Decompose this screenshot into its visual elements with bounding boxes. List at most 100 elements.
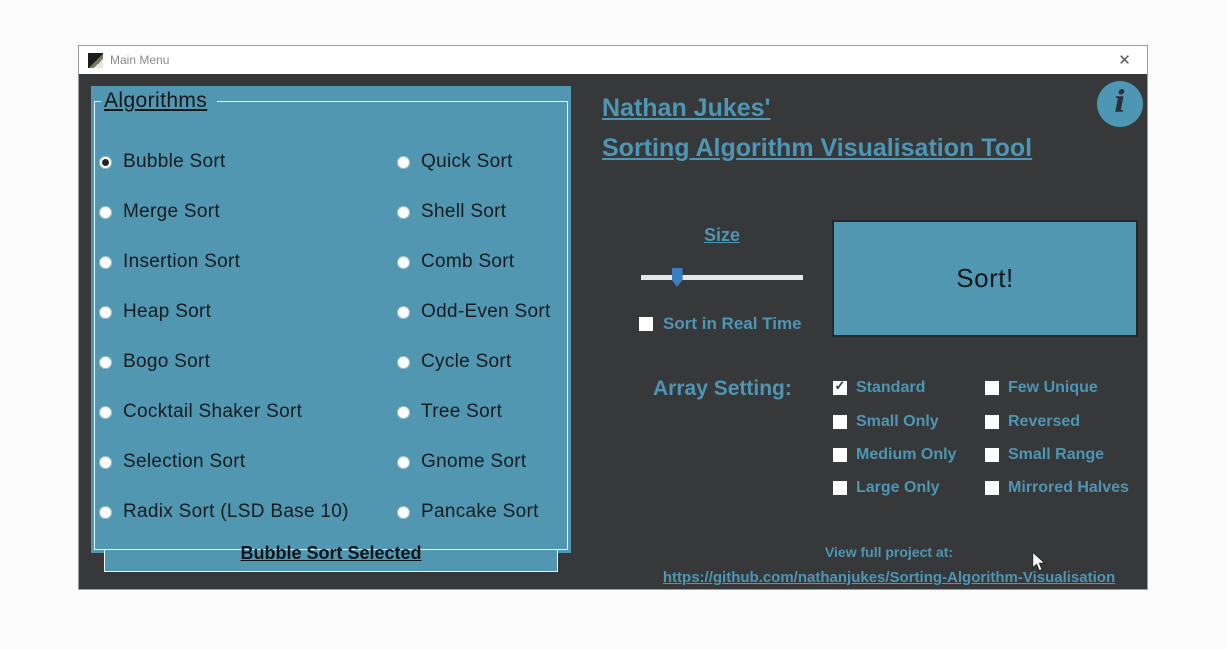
radio-pancake-sort[interactable]: Pancake Sort <box>397 487 567 537</box>
radio-cocktail-shaker-sort[interactable]: Cocktail Shaker Sort <box>99 387 391 437</box>
radio-tree-sort[interactable]: Tree Sort <box>397 387 567 437</box>
radio-button-icon <box>99 305 112 319</box>
size-slider[interactable] <box>641 267 803 287</box>
app-icon <box>88 52 103 68</box>
radio-label: Odd-Even Sort <box>421 301 551 322</box>
heading-link-author[interactable]: Nathan Jukes' <box>602 94 771 122</box>
radio-cycle-sort[interactable]: Cycle Sort <box>397 337 567 387</box>
sort-button[interactable]: Sort! <box>832 220 1138 337</box>
close-button[interactable]: ✕ <box>1118 52 1131 69</box>
checkbox-large-only[interactable]: Large Only <box>833 479 940 497</box>
checkbox-label: Small Range <box>1008 446 1105 463</box>
checkbox-icon <box>985 448 999 462</box>
checkbox-icon: ✓ <box>833 378 847 395</box>
info-button[interactable]: i <box>1097 81 1143 127</box>
checkbox-icon <box>985 415 999 429</box>
radio-selection-sort[interactable]: Selection Sort <box>99 437 391 487</box>
checkbox-label: Few Unique <box>1008 379 1098 396</box>
realtime-checkbox-row[interactable]: Sort in Real Time <box>639 314 802 334</box>
radio-label: Pancake Sort <box>421 501 539 522</box>
checkbox-label: Standard <box>856 379 926 396</box>
titlebar[interactable]: Main Menu ✕ <box>79 46 1147 74</box>
radio-button-icon <box>397 455 410 469</box>
algorithms-header: Algorithms <box>101 89 218 113</box>
radio-button-icon <box>397 155 410 169</box>
radio-label: Shell Sort <box>421 201 507 222</box>
radio-button-icon <box>99 205 112 219</box>
radio-radix-sort-lsd-base-10[interactable]: Radix Sort (LSD Base 10) <box>99 487 391 537</box>
checkbox-label: Mirrored Halves <box>1008 479 1129 496</box>
radio-button-icon <box>397 355 410 369</box>
radio-button-icon <box>99 355 112 369</box>
info-icon: i <box>1114 85 1126 120</box>
radio-label: Merge Sort <box>123 201 220 222</box>
radio-button-icon <box>397 505 410 519</box>
radio-gnome-sort[interactable]: Gnome Sort <box>397 437 567 487</box>
github-link[interactable]: https://github.com/nathanjukes/Sorting-A… <box>662 569 1116 586</box>
checkbox-label: Reversed <box>1008 413 1081 430</box>
footer: View full project at: https://github.com… <box>599 544 1179 586</box>
radio-button-icon <box>99 405 112 419</box>
checkbox-label: Medium Only <box>856 446 957 463</box>
radio-bogo-sort[interactable]: Bogo Sort <box>99 337 391 387</box>
checkbox-mirrored-halves[interactable]: Mirrored Halves <box>985 479 1129 497</box>
selected-algorithm-tab: Bubble Sort Selected <box>104 543 558 572</box>
radio-button-icon <box>99 155 112 169</box>
checkbox-icon <box>833 415 847 429</box>
radio-label: Cycle Sort <box>421 351 512 372</box>
radio-merge-sort[interactable]: Merge Sort <box>99 187 391 237</box>
checkbox-label: Small Only <box>856 413 939 430</box>
radio-label: Tree Sort <box>421 401 503 422</box>
radio-heap-sort[interactable]: Heap Sort <box>99 287 391 337</box>
radio-label: Heap Sort <box>123 301 212 322</box>
radio-button-icon <box>397 405 410 419</box>
selected-algorithm-label: Bubble Sort Selected <box>240 543 422 563</box>
radio-label: Radix Sort (LSD Base 10) <box>123 501 349 522</box>
radio-button-icon <box>99 455 112 469</box>
radio-label: Bubble Sort <box>123 151 226 172</box>
checkbox-icon <box>985 481 999 495</box>
checkbox-small-only[interactable]: Small Only <box>833 413 939 431</box>
radio-insertion-sort[interactable]: Insertion Sort <box>99 237 391 287</box>
radio-label: Bogo Sort <box>123 351 211 372</box>
checkbox-medium-only[interactable]: Medium Only <box>833 446 956 464</box>
radio-label: Insertion Sort <box>123 251 241 272</box>
checkmark-icon: ✓ <box>834 378 846 393</box>
radio-button-icon <box>99 255 112 269</box>
radio-label: Quick Sort <box>421 151 513 172</box>
app-heading: Nathan Jukes' Sorting Algorithm Visualis… <box>602 88 1032 168</box>
checkbox-reversed[interactable]: Reversed <box>985 413 1080 431</box>
radio-bubble-sort[interactable]: Bubble Sort <box>99 137 391 187</box>
footer-caption: View full project at: <box>824 544 954 560</box>
size-label[interactable]: Size <box>703 225 741 245</box>
checkbox-small-range[interactable]: Small Range <box>985 446 1104 464</box>
radio-quick-sort[interactable]: Quick Sort <box>397 137 567 187</box>
radio-button-icon <box>397 205 410 219</box>
size-control: Size <box>641 225 803 287</box>
checkbox-standard[interactable]: ✓ Standard <box>833 379 925 397</box>
slider-track[interactable] <box>641 275 803 280</box>
radio-button-icon <box>99 505 112 519</box>
checkbox-icon <box>833 481 847 495</box>
radio-button-icon <box>397 305 410 319</box>
realtime-label: Sort in Real Time <box>663 314 802 333</box>
radio-shell-sort[interactable]: Shell Sort <box>397 187 567 237</box>
checkbox-few-unique[interactable]: Few Unique <box>985 379 1098 397</box>
radio-button-icon <box>397 255 410 269</box>
realtime-checkbox[interactable] <box>639 317 653 331</box>
heading-link-title[interactable]: Sorting Algorithm Visualisation Tool <box>602 134 1033 162</box>
array-setting-label: Array Setting: <box>653 377 792 400</box>
radio-label: Selection Sort <box>123 451 246 472</box>
radio-label: Cocktail Shaker Sort <box>123 401 303 422</box>
radio-comb-sort[interactable]: Comb Sort <box>397 237 567 287</box>
checkbox-icon <box>985 381 999 395</box>
radio-label: Comb Sort <box>421 251 515 272</box>
slider-thumb[interactable] <box>671 268 683 287</box>
radio-odd-even-sort[interactable]: Odd-Even Sort <box>397 287 567 337</box>
radio-selected-dot <box>102 158 109 166</box>
